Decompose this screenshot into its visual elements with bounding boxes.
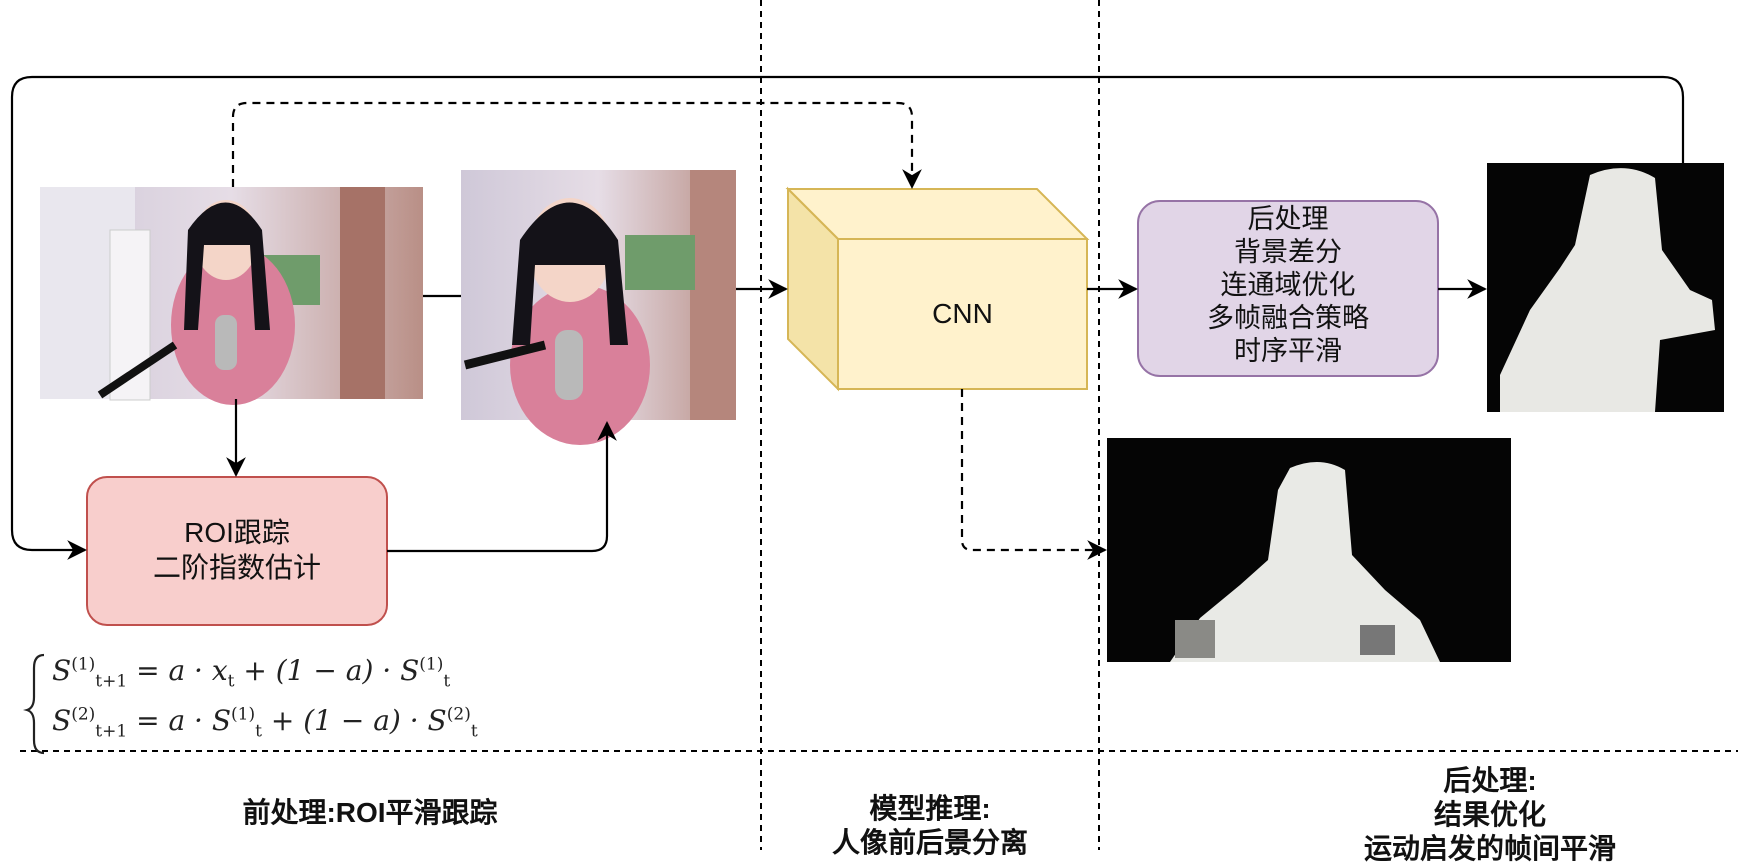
section-model-caption: 模型推理: 人像前后景分离: [790, 792, 1070, 860]
post-line-3: 连通域优化: [1220, 270, 1356, 300]
post-line-4: 多帧融合策略: [1207, 303, 1369, 333]
roi-crop-image: [461, 170, 736, 445]
roi-line-2: 二阶指数估计: [152, 552, 321, 583]
formula-brace: [23, 653, 45, 755]
raw-mask-image: [1107, 438, 1511, 662]
section-postprocessing-caption: 后处理: 结果优化 运动启发的帧间平滑: [1300, 764, 1680, 866]
section-post-line-1: 后处理:: [1443, 765, 1537, 796]
section-post-line-3: 运动启发的帧间平滑: [1363, 833, 1616, 864]
refined-mask-image: [1487, 163, 1724, 412]
roi-box-label: ROI跟踪 二阶指数估计: [87, 515, 387, 585]
cnn-to-rawmask-arrow: [960, 389, 1107, 560]
input-frame-image: [40, 187, 423, 405]
section-pre-line-1: 前处理:ROI平滑跟踪: [242, 797, 498, 828]
post-line-1: 后处理: [1247, 204, 1329, 234]
frame-to-cnn-arrow: [231, 101, 922, 189]
formula-row-1: S(1)t+1 = a · xt + (1 − a) · S(1)t: [52, 654, 451, 692]
post-line-2: 背景差分: [1234, 237, 1342, 267]
roi-to-crop-arrow: [387, 421, 617, 553]
section-model-line-2: 人像前后景分离: [831, 827, 1028, 858]
formula-row-2: S(2)t+1 = a · S(1)t + (1 − a) · S(2)t: [52, 704, 478, 742]
section-model-line-1: 模型推理:: [869, 793, 991, 824]
section-preprocessing-caption: 前处理:ROI平滑跟踪: [160, 796, 580, 830]
post-box-label: 后处理 背景差分 连通域优化 多帧融合策略 时序平滑: [1138, 203, 1438, 368]
post-line-5: 时序平滑: [1234, 336, 1342, 366]
cnn-model-box: [785, 186, 1090, 392]
exponential-smoothing-formula: S(1)t+1 = a · xt + (1 − a) · S(1)t S(2)t…: [52, 650, 478, 755]
cnn-label: CNN: [932, 298, 993, 329]
roi-line-1: ROI跟踪: [184, 517, 290, 548]
feedback-arrow: [10, 75, 1685, 560]
section-post-line-2: 结果优化: [1433, 799, 1546, 830]
